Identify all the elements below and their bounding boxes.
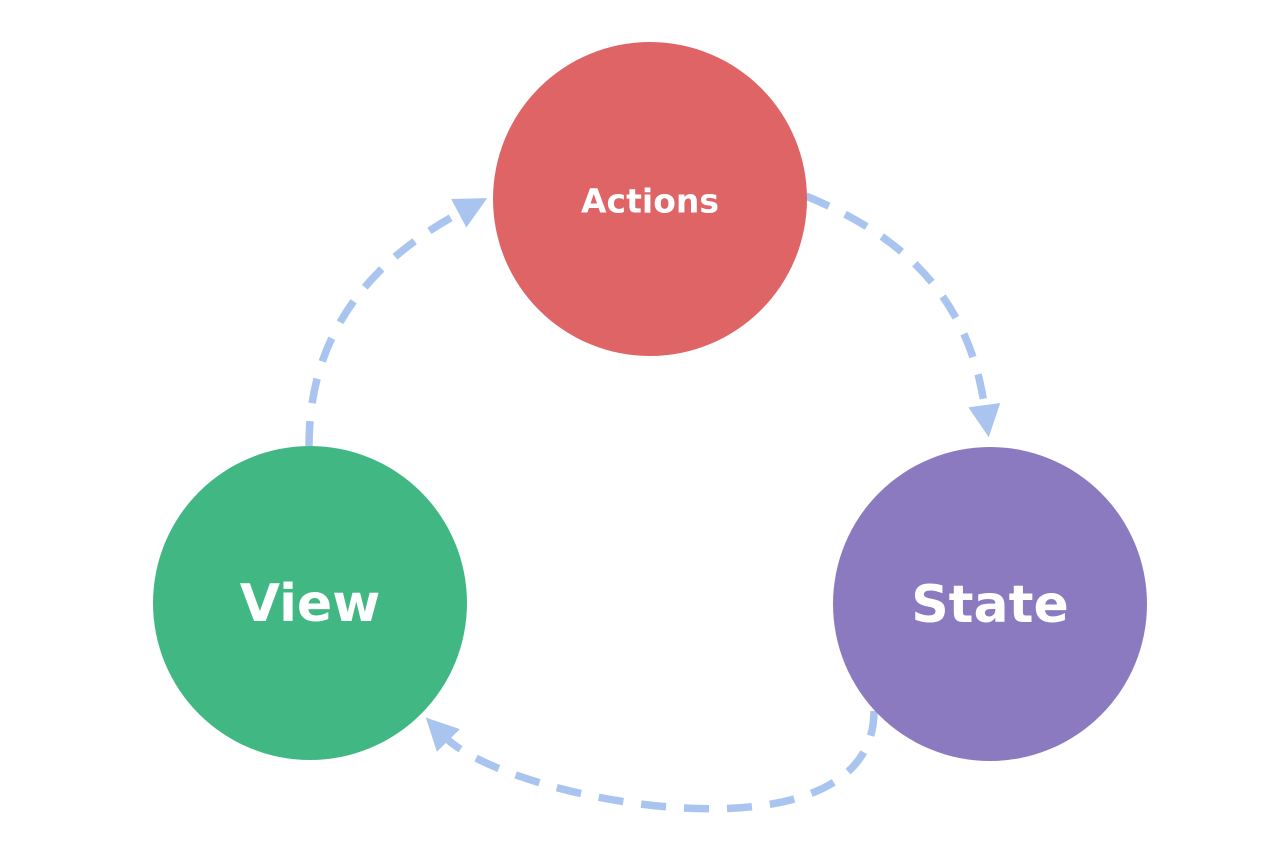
node-actions: Actions xyxy=(493,42,807,356)
node-actions-circle xyxy=(493,42,807,356)
node-view-label: View xyxy=(240,574,380,634)
node-state-circle xyxy=(833,447,1147,761)
node-view-circle xyxy=(153,446,467,760)
arrow-actions-to-state-icon xyxy=(804,192,1001,438)
node-state-label: State xyxy=(911,575,1069,635)
node-actions-label: Actions xyxy=(581,182,719,221)
arrow-state-to-view-icon xyxy=(425,710,878,813)
node-view: View xyxy=(153,446,467,760)
node-state: State xyxy=(833,447,1147,761)
arrow-view-to-actions-icon xyxy=(305,198,488,447)
